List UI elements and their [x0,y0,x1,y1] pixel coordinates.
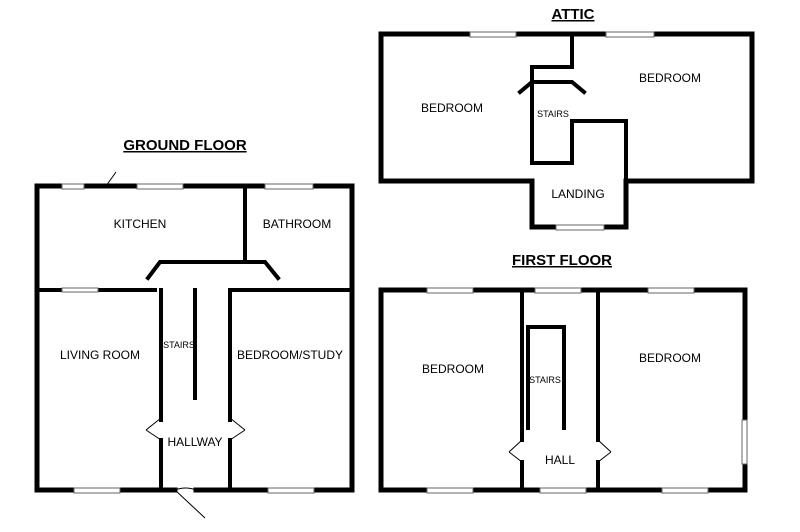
living-room-label: LIVING ROOM [60,348,140,362]
kitchen-hall-opening [145,260,281,281]
back-door [105,171,121,189]
attic-heading: ATTIC [551,6,594,23]
window [264,183,314,190]
window [741,419,748,465]
kitchen-label: KITCHEN [114,217,167,231]
bedroom-study-label: BEDROOM/STUDY [237,348,343,362]
hall-label: HALL [545,453,575,467]
window [61,287,99,293]
ground-floor-outer-wall [34,183,355,493]
first-floor-heading: FIRST FLOOR [512,252,612,269]
bathroom-label: BATHROOM [263,217,331,231]
attic-stairs-opening [517,80,587,95]
window [136,183,184,190]
attic-outer-wall [378,31,755,184]
window [605,31,655,38]
attic-bedroom-right-label: BEDROOM [639,71,701,85]
landing-label: LANDING [551,187,604,201]
attic-plan: ATTIC BEDROOM BEDROOM STAIRS LANDING [378,6,755,231]
first-bedroom-right-label: BEDROOM [639,351,701,365]
window [661,487,709,494]
attic-stairs-right-wall [570,119,628,183]
window [73,487,121,494]
window [267,487,315,494]
window [647,287,695,294]
hallway-label: HALLWAY [167,435,222,449]
attic-stairs-walls [530,32,574,165]
first-floor-plan: FIRST FLOOR BEDROOM BEDROOM STAIRS HALL [378,252,748,494]
first-bedroom-left-label: BEDROOM [422,362,484,376]
window [539,487,587,494]
ground-stairs-label: STAIRS [163,340,195,350]
hallway-doors [145,417,246,441]
ground-floor-plan: GROUND FLOOR KITCHEN BATHROOM LIVING ROO… [34,137,355,519]
window [61,183,85,190]
ground-floor-heading: GROUND FLOOR [123,137,246,154]
window [426,287,474,294]
attic-stairs-label: STAIRS [537,109,569,119]
hall-doors [508,439,612,463]
window [469,31,517,38]
front-door [174,487,206,519]
window [426,487,474,494]
attic-bedroom-left-label: BEDROOM [421,101,483,115]
window [555,224,605,231]
window [534,287,582,294]
first-stairs-label: STAIRS [529,375,561,385]
